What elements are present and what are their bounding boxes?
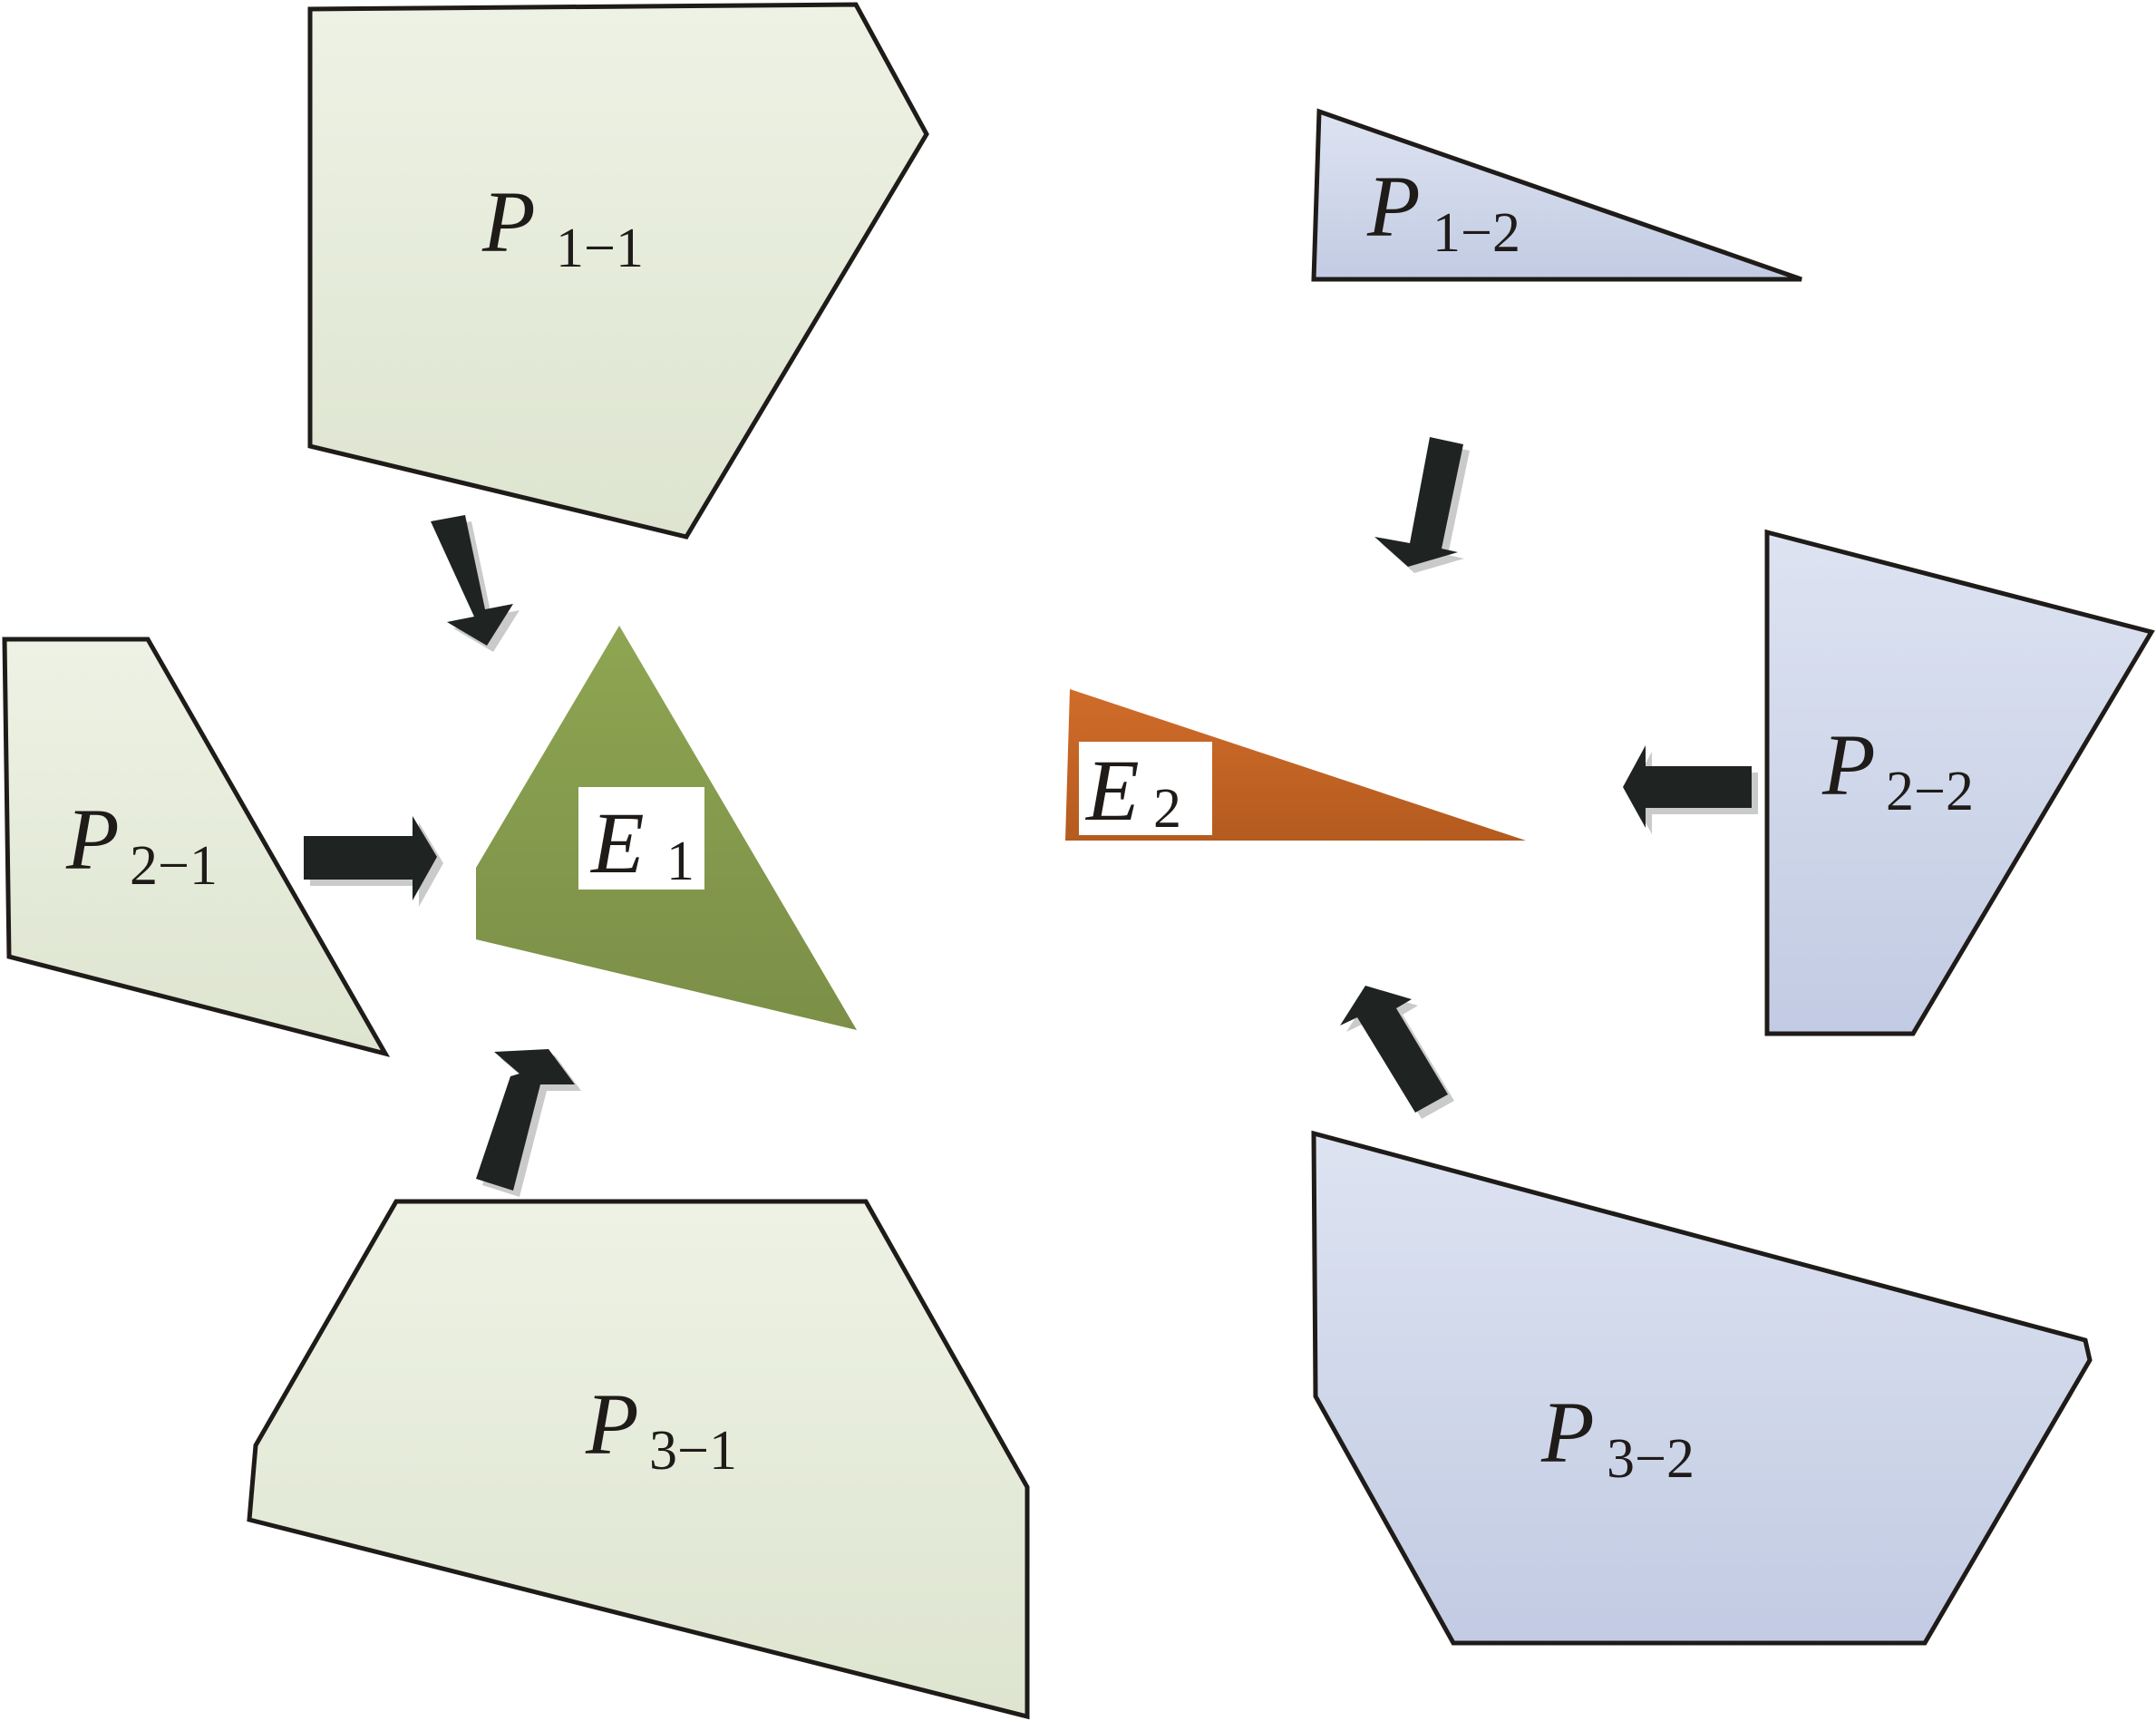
piece-p3-2-label: P 3−2 bbox=[1540, 1384, 1695, 1490]
piece-p1-2-label: P 1−2 bbox=[1366, 158, 1520, 264]
arrow-p3-1-to-e1 bbox=[476, 1049, 581, 1197]
arrow-p1-1-to-e1 bbox=[431, 515, 520, 652]
piece-p2-2: P 2−2 bbox=[1764, 529, 2155, 1036]
piece-p2-2-label: P 2−2 bbox=[1821, 716, 1974, 822]
arrow-p3-2-to-e2 bbox=[1340, 986, 1454, 1119]
arrow-p2-1-to-e1 bbox=[304, 816, 443, 907]
piece-p1-1: P 1−1 bbox=[307, 2, 929, 540]
piece-p1-2: P 1−2 bbox=[1311, 108, 1802, 282]
piece-p2-1: P 2−1 bbox=[2, 637, 391, 1057]
piece-p3-1-label: P 3−1 bbox=[585, 1376, 737, 1482]
arrow-p2-2-to-e2 bbox=[1623, 745, 1758, 834]
piece-p1-1-label: P 1−1 bbox=[481, 173, 644, 279]
element-e2: E 2 bbox=[1065, 689, 1526, 841]
element-e1-label-box bbox=[578, 787, 704, 890]
piece-p3-2: P 3−2 bbox=[1311, 1130, 2093, 1646]
group-1: P 1−1 P 2−1 P 3−1 E 1 bbox=[2, 2, 1030, 1720]
element-e2-label-box bbox=[1079, 742, 1212, 835]
piece-p3-1: P 3−1 bbox=[247, 1199, 1030, 1720]
piece-p2-1-label: P 2−1 bbox=[65, 791, 218, 897]
element-e2-label: E 2 bbox=[1084, 742, 1181, 840]
arrow-p1-2-to-e2 bbox=[1374, 437, 1470, 573]
group-2: P 1−2 P 2−2 P 3−2 E 2 bbox=[1065, 108, 2155, 1646]
element-e1: E 1 bbox=[476, 626, 857, 1030]
element-e1-label: E 1 bbox=[589, 794, 694, 892]
